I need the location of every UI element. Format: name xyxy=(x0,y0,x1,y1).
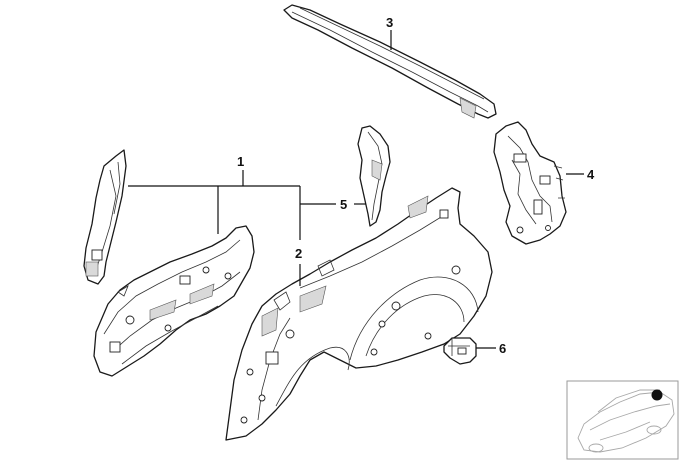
callout-3: 3 xyxy=(386,15,393,30)
part-6-bracket[interactable] xyxy=(443,337,477,365)
callout-1: 1 xyxy=(237,154,244,169)
part-1-upper-panel[interactable] xyxy=(83,149,127,285)
locator-marker xyxy=(651,389,663,401)
part-5-reinforcement[interactable] xyxy=(357,125,391,227)
callout-2: 2 xyxy=(295,246,302,261)
callout-labels: 1 2 3 4 5 6 xyxy=(237,15,595,356)
part-2-wheel-arch-panel[interactable] xyxy=(225,187,493,441)
callout-6: 6 xyxy=(499,341,506,356)
callout-4: 4 xyxy=(587,167,595,182)
callout-5: 5 xyxy=(340,197,347,212)
part-3-roof-rail[interactable] xyxy=(283,4,497,119)
car-locator-thumbnail xyxy=(566,380,679,460)
leader-lines xyxy=(128,30,584,349)
part-1-side-panel[interactable] xyxy=(93,225,255,377)
part-4-pillar-bracket[interactable] xyxy=(493,121,567,245)
